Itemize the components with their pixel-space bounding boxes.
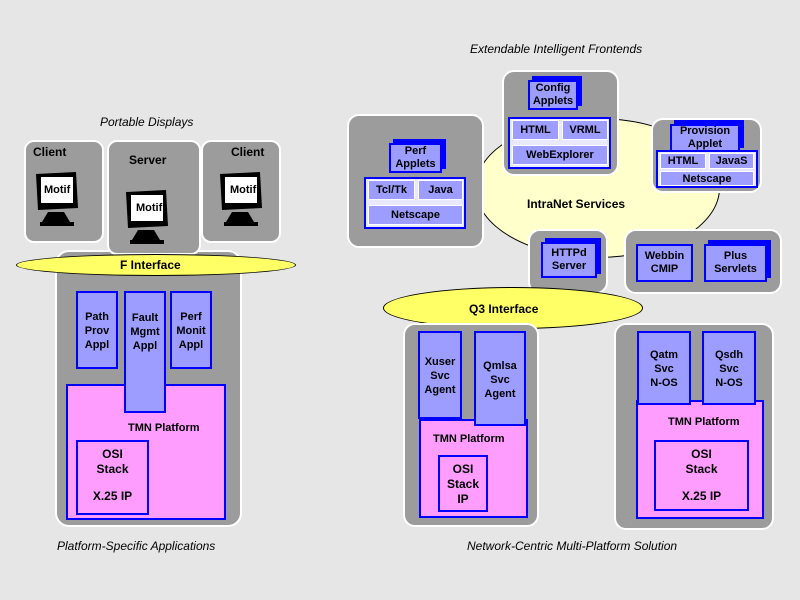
client-left-label: Client <box>33 145 67 159</box>
html-label: HTML <box>512 120 559 140</box>
tmn-platform-a-label: TMN Platform <box>433 433 505 445</box>
monitor-server-label: Motif <box>136 202 163 214</box>
html2-label: HTML <box>660 153 706 169</box>
f-interface-ellipse <box>16 254 296 276</box>
webexplorer-label: WebExplorer <box>512 145 608 165</box>
monitor-left-icon <box>36 172 78 226</box>
monitor-right-label: Motif <box>230 184 257 196</box>
intranet-services-label: IntraNet Services <box>527 197 626 211</box>
monitor-server-icon <box>126 190 168 244</box>
tcltk-label: Tcl/Tk <box>368 180 415 200</box>
java-label: Java <box>418 180 463 200</box>
tmn-platform-left-label: TMN Platform <box>128 422 200 434</box>
f-interface-label: F Interface <box>120 258 181 272</box>
network-centric-caption: Network-Centric Multi-Platform Solution <box>467 539 678 553</box>
q3-interface-ellipse <box>383 287 643 329</box>
monitor-right-icon <box>220 172 262 226</box>
javas-label: JavaS <box>709 153 754 169</box>
monitor-left-label: Motif <box>44 184 71 196</box>
extendable-frontends-caption: Extendable Intelligent Frontends <box>470 42 643 56</box>
q3-interface-label: Q3 Interface <box>469 302 539 316</box>
server-label: Server <box>129 153 167 167</box>
portable-displays-caption: Portable Displays <box>100 115 194 129</box>
netscape2-label: Netscape <box>660 171 754 186</box>
vrml-label: VRML <box>562 120 608 140</box>
platform-specific-caption: Platform-Specific Applications <box>57 539 216 553</box>
netscape-label: Netscape <box>368 205 463 225</box>
client-right-label: Client <box>231 145 265 159</box>
tmn-platform-b-label: TMN Platform <box>668 416 740 428</box>
